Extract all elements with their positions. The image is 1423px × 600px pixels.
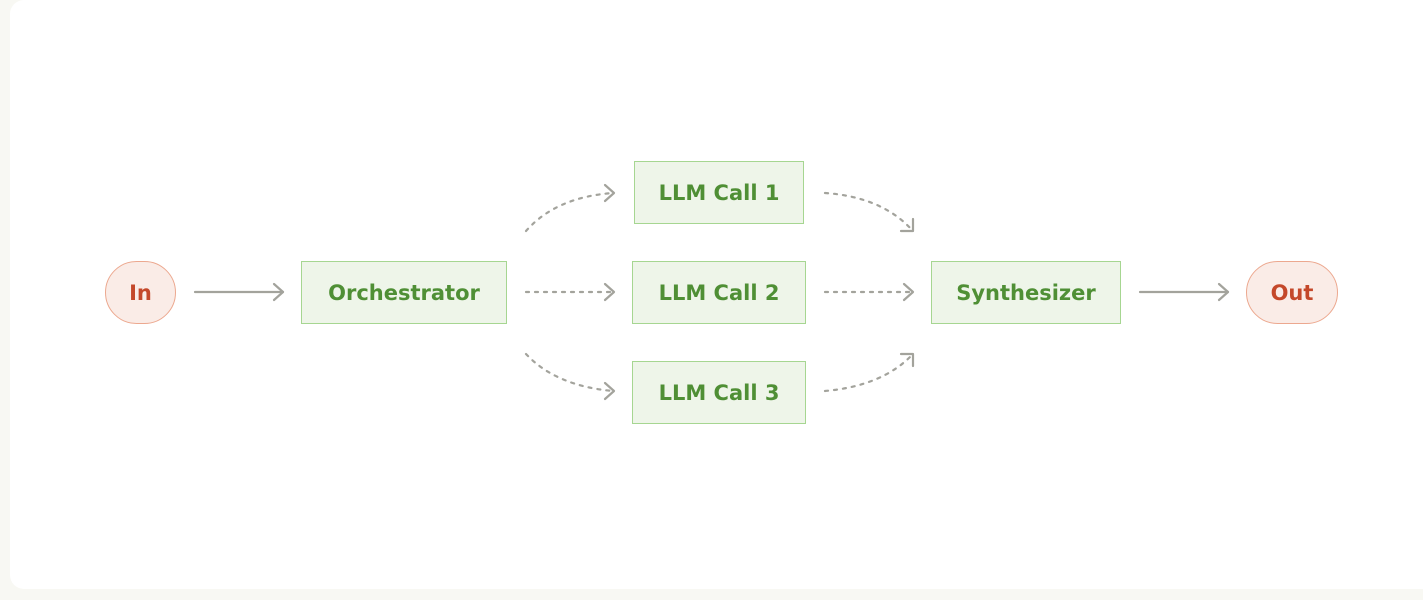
orchestrator-node-label: Orchestrator [328,280,480,305]
llm-call-1-node-label: LLM Call 1 [658,180,780,205]
output-node-label: Out [1270,280,1314,305]
arrow-llm-call-2-to-synthesizer [823,282,915,302]
llm-call-2-node: LLM Call 2 [632,261,806,324]
arrow-llm-call-1-to-synthesizer [823,191,915,233]
arrow-synthesizer-to-out [1138,282,1230,302]
llm-call-2-node-label: LLM Call 2 [658,280,780,305]
llm-call-3-node: LLM Call 3 [632,361,806,424]
llm-call-1-node: LLM Call 1 [634,161,804,224]
synthesizer-node: Synthesizer [931,261,1121,324]
arrow-orchestrator-to-llm-call-3 [524,352,616,401]
input-node: In [105,261,176,324]
arrow-orchestrator-to-llm-call-1 [524,183,616,233]
synthesizer-node-label: Synthesizer [956,280,1096,305]
arrow-orchestrator-to-llm-call-2 [524,282,616,302]
llm-call-3-node-label: LLM Call 3 [658,380,780,405]
orchestrator-node: Orchestrator [301,261,507,324]
input-node-label: In [129,280,152,305]
arrow-llm-call-3-to-synthesizer [823,352,915,393]
output-node: Out [1246,261,1338,324]
arrow-in-to-orchestrator [193,282,285,302]
